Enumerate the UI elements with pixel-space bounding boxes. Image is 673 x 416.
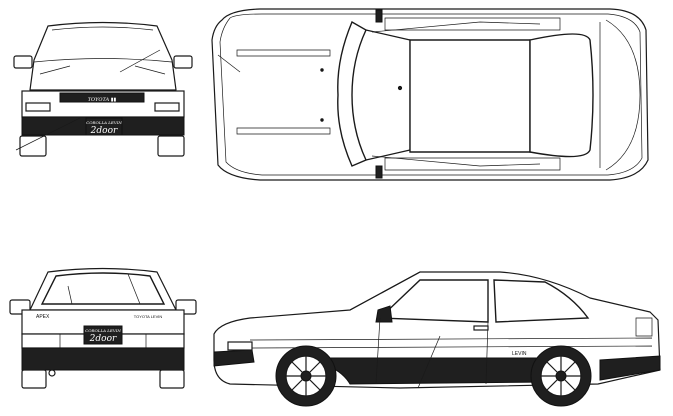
- top-view: [211, 8, 649, 181]
- side-rear-wheel: [530, 345, 592, 407]
- rear-plate-line1: COROLLA LEVIN: [85, 328, 121, 333]
- top-right-mirror: [375, 165, 383, 179]
- rear-badge-left: APEX: [36, 314, 50, 320]
- side-front-window: [378, 279, 489, 323]
- top-left-mirror: [375, 9, 383, 23]
- top-roof-panel: [409, 39, 531, 153]
- front-cabin: [29, 21, 177, 91]
- front-plate-line2: 2door: [90, 126, 118, 136]
- rear-window: [40, 272, 166, 305]
- side-rear-window: [493, 279, 590, 323]
- side-view: LEVIN: [213, 271, 661, 407]
- top-body: [211, 8, 649, 181]
- side-badge: LEVIN: [512, 351, 527, 357]
- rear-plate-line2: 2door: [89, 334, 117, 344]
- rear-view: APEX TOYOTA LEVIN COROLLA LEVIN 2door: [9, 267, 197, 389]
- rear-cabin: [29, 267, 177, 311]
- side-mirror: [375, 305, 393, 323]
- top-windshield: [337, 21, 367, 167]
- rear-left-tire: [21, 369, 47, 389]
- side-body: [213, 271, 661, 389]
- side-door-handle: [473, 325, 489, 331]
- rear-bumper: [21, 347, 185, 371]
- side-front-wheel: [275, 345, 337, 407]
- front-view: TOYOTA ▮▮ COROLLA LEVIN 2door: [13, 21, 193, 157]
- rear-right-tire: [159, 369, 185, 389]
- front-right-mirror: [173, 55, 193, 69]
- front-left-tire: [19, 135, 47, 157]
- front-grille-badge: TOYOTA ▮▮: [88, 97, 117, 103]
- front-plate-line1: COROLLA LEVIN: [86, 120, 122, 125]
- front-plate: [85, 117, 123, 136]
- rear-badge-right: TOYOTA LEVIN: [134, 314, 163, 319]
- front-grille: [59, 92, 145, 103]
- top-rear-glass: [529, 33, 594, 158]
- front-right-tire: [157, 135, 185, 157]
- rear-plate: [83, 325, 123, 345]
- front-left-mirror: [13, 55, 33, 69]
